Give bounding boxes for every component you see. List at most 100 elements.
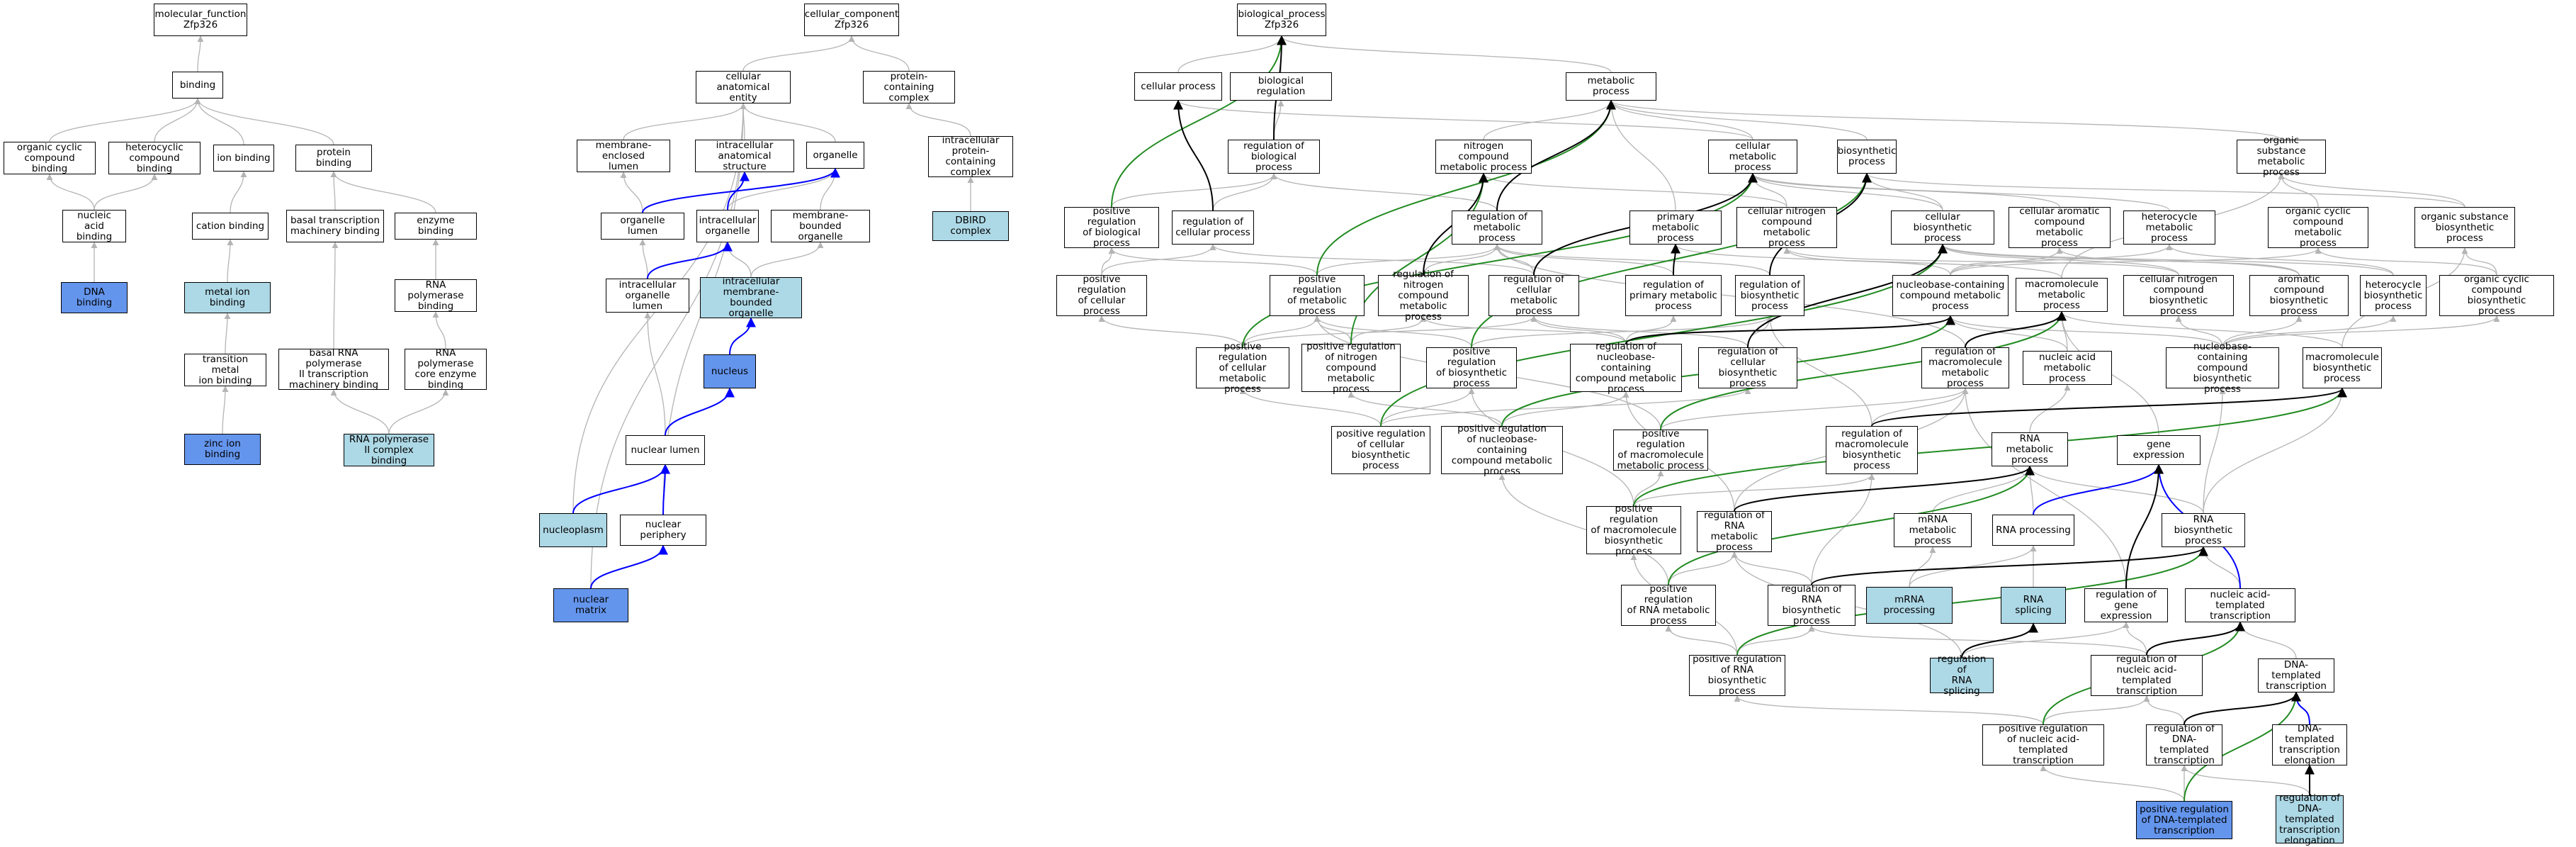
go-term-rna-polymerase-core-enzyme-binding[interactable]: RNA polymerase core enzyme binding bbox=[405, 348, 487, 391]
go-term-cellular-metabolic-process[interactable]: cellular metabolic process bbox=[1708, 140, 1797, 174]
go-term-heterocyclic-compound-binding[interactable]: heterocyclic compound binding bbox=[108, 142, 200, 174]
go-term-gene-expression[interactable]: gene expression bbox=[2117, 435, 2201, 465]
go-term-biosynthetic-process[interactable]: biosynthetic process bbox=[1837, 140, 1897, 174]
go-term-basal-transcription-machinery-binding[interactable]: basal transcription machinery binding bbox=[286, 210, 384, 242]
go-term-regulation-of-macromolecule-metabolic-process[interactable]: regulation of macromolecule metabolic pr… bbox=[1921, 347, 2009, 389]
go-term-heterocycle-metabolic-process[interactable]: heterocycle metabolic process bbox=[2123, 211, 2215, 245]
go-term-regulation-of-cellular-biosynthetic-process[interactable]: regulation of cellular biosynthetic proc… bbox=[1698, 347, 1797, 389]
go-term-intracellular-protein-containing-complex[interactable]: intracellular protein-containing complex bbox=[928, 135, 1013, 178]
go-term-mrna-processing[interactable]: mRNA processing bbox=[1866, 587, 1953, 624]
go-term-rna-processing[interactable]: RNA processing bbox=[1992, 515, 2074, 546]
go-term-nitrogen-compound-metabolic-process[interactable]: nitrogen compound metabolic process bbox=[1435, 140, 1532, 174]
go-term-rna-splicing[interactable]: RNA splicing bbox=[2001, 587, 2066, 624]
go-term-positive-regulation-of-rna-metabolic-process[interactable]: positive regulation of RNA metabolic pro… bbox=[1621, 584, 1716, 627]
go-term-primary-metabolic-process[interactable]: primary metabolic process bbox=[1629, 211, 1722, 245]
go-term-metal-ion-binding[interactable]: metal ion binding bbox=[184, 282, 271, 313]
go-term-regulation-of-biosynthetic-process[interactable]: regulation of biosynthetic process bbox=[1735, 275, 1804, 316]
go-term-cellular-nitrogen-compound-biosynthetic-process[interactable]: cellular nitrogen compound biosynthetic … bbox=[2123, 274, 2234, 317]
go-term-intracellular-anatomical-structure[interactable]: intracellular anatomical structure bbox=[695, 140, 794, 172]
go-term-nuclear-lumen[interactable]: nuclear lumen bbox=[626, 435, 705, 465]
go-term-organelle[interactable]: organelle bbox=[806, 142, 864, 169]
go-term-organic-cyclic-compound-metabolic-process[interactable]: organic cyclic compound metabolic proces… bbox=[2268, 206, 2368, 249]
go-term-biological-regulation[interactable]: biological regulation bbox=[1230, 72, 1332, 101]
go-term-regulation-of-biological-process[interactable]: regulation of biological process bbox=[1228, 140, 1320, 174]
go-term-cellular-aromatic-compound-metabolic-process[interactable]: cellular aromatic compound metabolic pro… bbox=[2009, 206, 2111, 249]
go-term-positive-regulation-of-biological-process[interactable]: positive regulation of biological proces… bbox=[1064, 206, 1159, 249]
go-term-binding[interactable]: binding bbox=[172, 72, 223, 99]
go-term-dna-templated-transcription[interactable]: DNA-templated transcription bbox=[2258, 658, 2334, 692]
go-term-rna-polymerase-binding[interactable]: RNA polymerase binding bbox=[395, 279, 477, 312]
go-term-nucleic-acid-templated-transcription[interactable]: nucleic acid-templated transcription bbox=[2185, 588, 2295, 622]
go-term-organic-substance-biosynthetic-process[interactable]: organic substance biosynthetic process bbox=[2414, 207, 2515, 248]
go-term-basal-rna-pol-ii-machinery-binding[interactable]: basal RNA polymerase II transcription ma… bbox=[278, 348, 389, 391]
go-term-dna-templated-transcription-elongation[interactable]: DNA-templated transcription elongation bbox=[2272, 724, 2347, 766]
go-term-protein-binding[interactable]: protein binding bbox=[295, 145, 372, 172]
go-term-transition-metal-ion-binding[interactable]: transition metal ion binding bbox=[184, 354, 266, 386]
go-term-organic-cyclic-compound-biosynthetic-process[interactable]: organic cyclic compound biosynthetic pro… bbox=[2439, 274, 2554, 317]
go-term-heterocycle-biosynthetic-process[interactable]: heterocycle biosynthetic process bbox=[2360, 275, 2427, 316]
go-term-nucleus[interactable]: nucleus bbox=[704, 354, 756, 388]
go-term-zinc-ion-binding[interactable]: zinc ion binding bbox=[184, 434, 261, 465]
go-term-intracellular-organelle[interactable]: intracellular organelle bbox=[696, 210, 759, 242]
go-term-intracellular-membrane-bounded-organelle[interactable]: intracellular membrane-bounded organelle bbox=[700, 276, 802, 319]
go-term-regulation-of-rna-splicing[interactable]: regulation of RNA splicing bbox=[1930, 654, 1994, 697]
go-term-positive-regulation-of-nitrogen-compound-metabolic-process[interactable]: positive regulation of nitrogen compound… bbox=[1301, 341, 1401, 394]
go-term-mrna-metabolic-process[interactable]: mRNA metabolic process bbox=[1894, 513, 1972, 547]
go-term-positive-regulation-of-nucleic-acid-templated-transcription[interactable]: positive regulation of nucleic acid-temp… bbox=[1982, 724, 2104, 766]
go-term-nucleic-acid-metabolic-process[interactable]: nucleic acid metabolic process bbox=[2023, 351, 2112, 385]
go-term-nucleic-acid-binding[interactable]: nucleic acid binding bbox=[62, 210, 126, 242]
go-term-organic-substance-metabolic-process[interactable]: organic substance metabolic process bbox=[2237, 135, 2326, 178]
go-term-metabolic-process[interactable]: metabolic process bbox=[1566, 72, 1656, 101]
go-term-regulation-of-nitrogen-compound-metabolic-process[interactable]: regulation of nitrogen compound metaboli… bbox=[1378, 269, 1469, 322]
go-term-regulation-of-primary-metabolic-process[interactable]: regulation of primary metabolic process bbox=[1625, 275, 1722, 316]
go-term-macromolecule-metabolic-process[interactable]: macromolecule metabolic process bbox=[2016, 278, 2108, 312]
go-term-positive-regulation-of-cellular-metabolic-process[interactable]: positive regulation of cellular metaboli… bbox=[1196, 341, 1289, 394]
go-term-intracellular-organelle-lumen[interactable]: intracellular organelle lumen bbox=[606, 279, 689, 313]
go-term-rna-polymerase-ii-complex-binding[interactable]: RNA polymerase II complex binding bbox=[344, 434, 434, 466]
go-term-nuclear-periphery[interactable]: nuclear periphery bbox=[620, 515, 706, 546]
go-term-protein-containing-complex[interactable]: protein-containing complex bbox=[863, 71, 955, 103]
go-term-membrane-bounded-organelle[interactable]: membrane-bounded organelle bbox=[771, 210, 870, 242]
go-term-positive-regulation-of-dna-templated-transcription[interactable]: positive regulation of DNA-templated tra… bbox=[2136, 801, 2232, 839]
go-term-positive-regulation-of-metabolic-process[interactable]: positive regulation of metabolic process bbox=[1270, 274, 1365, 317]
go-term-positive-regulation-of-nucleobase-containing-compound-metabolic-process[interactable]: positive regulation of nucleobase-contai… bbox=[1441, 423, 1563, 476]
go-term-regulation-of-nucleobase-containing-compound-metabolic-process[interactable]: regulation of nucleobase-containing comp… bbox=[1570, 341, 1682, 394]
go-term-cation-binding[interactable]: cation binding bbox=[192, 213, 269, 240]
go-term-regulation-of-dna-templated-transcription[interactable]: regulation of DNA-templated transcriptio… bbox=[2146, 724, 2222, 766]
go-term-positive-regulation-of-biosynthetic-process[interactable]: positive regulation of biosynthetic proc… bbox=[1426, 347, 1517, 389]
go-term-molecular-function-root[interactable]: molecular_function Zfp326 bbox=[154, 4, 247, 36]
go-term-positive-regulation-of-cellular-biosynthetic-process[interactable]: positive regulation of cellular biosynth… bbox=[1331, 426, 1430, 474]
go-term-cellular-anatomical-entity[interactable]: cellular anatomical entity bbox=[696, 71, 791, 103]
go-term-regulation-of-gene-expression[interactable]: regulation of gene expression bbox=[2084, 588, 2168, 622]
go-term-nucleobase-containing-compound-biosynthetic-process[interactable]: nucleobase-containing compound biosynthe… bbox=[2166, 341, 2279, 394]
go-term-regulation-of-macromolecule-biosynthetic-process[interactable]: regulation of macromolecule biosynthetic… bbox=[1826, 426, 1918, 474]
go-term-regulation-of-cellular-process[interactable]: regulation of cellular process bbox=[1172, 211, 1254, 245]
go-term-ion-binding[interactable]: ion binding bbox=[213, 145, 274, 172]
go-term-organelle-lumen[interactable]: organelle lumen bbox=[601, 213, 684, 240]
go-term-enzyme-binding[interactable]: enzyme binding bbox=[395, 213, 477, 240]
go-term-macromolecule-biosynthetic-process[interactable]: macromolecule biosynthetic process bbox=[2303, 347, 2382, 388]
go-term-membrane-enclosed-lumen[interactable]: membrane-enclosed lumen bbox=[577, 140, 670, 172]
go-term-regulation-of-dna-templated-transcription-elongation[interactable]: regulation of DNA-templated transcriptio… bbox=[2276, 792, 2344, 846]
go-term-cellular-component-root[interactable]: cellular_component Zfp326 bbox=[804, 4, 899, 36]
go-term-positive-regulation-of-rna-biosynthetic-process[interactable]: positive regulation of RNA biosynthetic … bbox=[1689, 654, 1785, 697]
go-term-regulation-of-nucleic-acid-templated-transcription[interactable]: regulation of nucleic acid-templated tra… bbox=[2091, 654, 2203, 697]
go-term-dna-binding[interactable]: DNA binding bbox=[61, 282, 128, 313]
go-term-organic-cyclic-compound-binding[interactable]: organic cyclic compound binding bbox=[4, 142, 96, 174]
go-term-rna-metabolic-process[interactable]: RNA metabolic process bbox=[1992, 432, 2068, 466]
go-term-positive-regulation-of-cellular-process[interactable]: positive regulation of cellular process bbox=[1056, 274, 1147, 317]
go-term-regulation-of-rna-metabolic-process[interactable]: regulation of RNA metabolic process bbox=[1697, 510, 1772, 553]
go-term-biological-process-root[interactable]: biological_process Zfp326 bbox=[1237, 4, 1326, 36]
go-term-nucleobase-containing-compound-metabolic-process[interactable]: nucleobase-containing compound metabolic… bbox=[1892, 275, 2009, 316]
go-term-cellular-process[interactable]: cellular process bbox=[1134, 72, 1222, 101]
go-term-positive-regulation-of-macromolecule-metabolic-process[interactable]: positive regulation of macromolecule met… bbox=[1613, 429, 1708, 471]
go-term-rna-biosynthetic-process[interactable]: RNA biosynthetic process bbox=[2162, 513, 2245, 547]
go-term-nuclear-matrix[interactable]: nuclear matrix bbox=[553, 588, 628, 622]
go-term-dbird-complex[interactable]: DBIRD complex bbox=[932, 211, 1009, 241]
go-term-regulation-of-metabolic-process[interactable]: regulation of metabolic process bbox=[1452, 211, 1542, 245]
go-term-cellular-nitrogen-compound-metabolic-process[interactable]: cellular nitrogen compound metabolic pro… bbox=[1736, 206, 1837, 249]
go-term-nucleoplasm[interactable]: nucleoplasm bbox=[539, 513, 607, 547]
go-term-cellular-biosynthetic-process[interactable]: cellular biosynthetic process bbox=[1891, 211, 1994, 245]
go-term-aromatic-compound-biosynthetic-process[interactable]: aromatic compound biosynthetic process bbox=[2249, 274, 2349, 317]
go-term-regulation-of-rna-biosynthetic-process[interactable]: regulation of RNA biosynthetic process bbox=[1768, 584, 1855, 627]
